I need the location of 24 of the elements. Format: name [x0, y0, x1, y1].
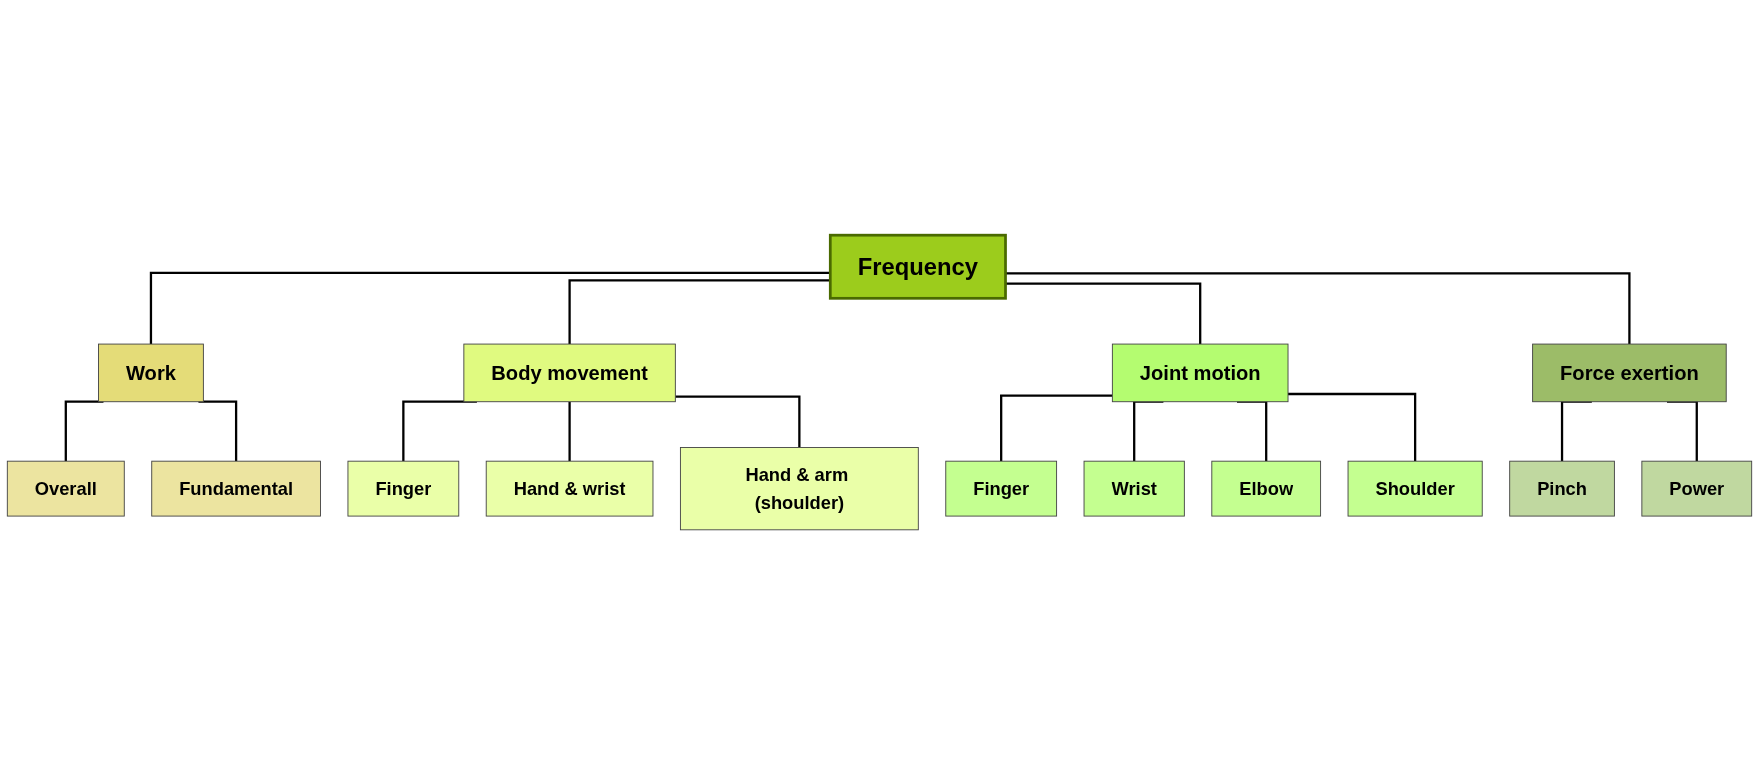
- node-box: Finger: [945, 460, 1058, 517]
- node-box: Elbow: [1211, 460, 1322, 517]
- node-box: Work: [98, 343, 204, 403]
- node-box: Frequency: [828, 233, 1007, 300]
- node-box: Shoulder: [1347, 460, 1483, 517]
- connector: [568, 400, 571, 462]
- connector: [568, 279, 831, 345]
- node-box: Pinch: [1509, 460, 1615, 517]
- node-box: Hand & wrist: [485, 460, 654, 517]
- node-box: Force exertion: [1532, 343, 1727, 403]
- node-box: Body movement: [463, 343, 676, 403]
- node-box: Hand & arm (shoulder): [679, 447, 919, 531]
- node-box: Power: [1641, 460, 1753, 517]
- connector: [1288, 392, 1417, 462]
- connector: [1005, 282, 1202, 345]
- connector: [675, 395, 801, 448]
- connector: [1000, 394, 1113, 462]
- node-box: Wrist: [1083, 460, 1185, 517]
- node-box: Joint motion: [1111, 343, 1289, 403]
- connector: [1005, 272, 1631, 345]
- node-box: Overall: [6, 460, 125, 517]
- node-box: Fundamental: [151, 460, 321, 517]
- connector: [149, 271, 831, 345]
- node-box: Finger: [347, 460, 460, 517]
